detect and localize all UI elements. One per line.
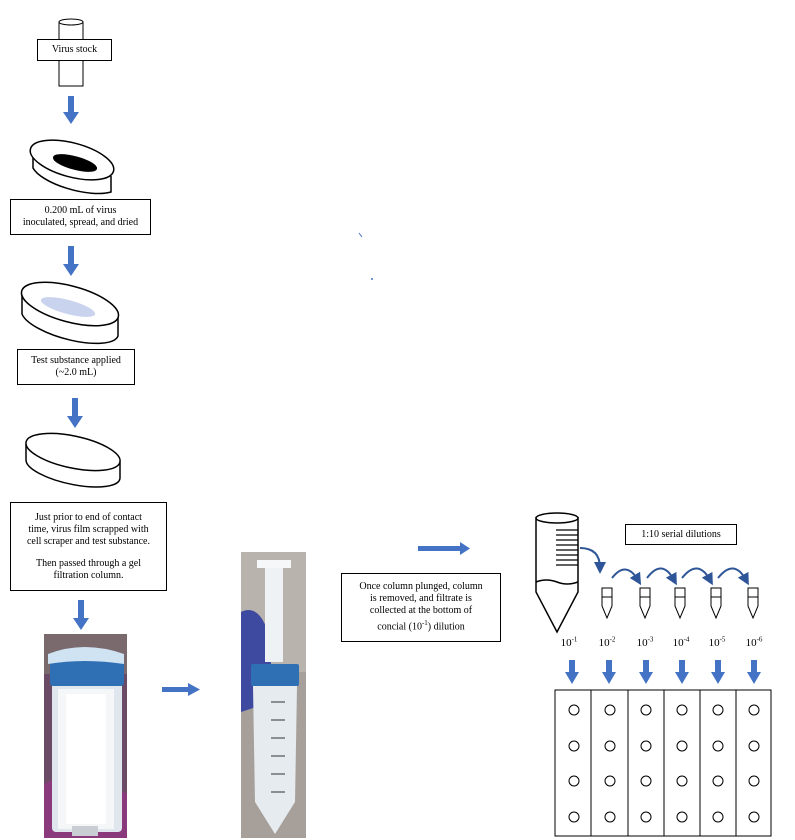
tube-3 bbox=[639, 587, 651, 620]
dish-inoculated bbox=[29, 139, 115, 195]
flow-arrows bbox=[63, 96, 470, 696]
dilution-label: 10-6 bbox=[745, 635, 763, 649]
tube-4 bbox=[674, 587, 686, 620]
dilution-label: 10-4 bbox=[672, 635, 690, 649]
tube-5 bbox=[710, 587, 722, 620]
plate-arrows bbox=[565, 660, 761, 684]
filtrate-line-4-exp: -1 bbox=[421, 619, 428, 628]
serial-dilutions-box: 1:10 serial dilutions bbox=[625, 524, 737, 545]
virus-stock-box: Virus stock bbox=[37, 39, 112, 61]
stray-mark bbox=[358, 232, 363, 238]
filtrate-line-4: concial (10-1) dilution bbox=[377, 617, 465, 633]
inoculation-line-2: inoculated, spread, and dried bbox=[22, 217, 139, 228]
photo-plunged-column bbox=[241, 552, 306, 838]
stray-dot bbox=[371, 278, 373, 280]
virus-stock-label: Virus stock bbox=[51, 44, 98, 55]
filtrate-box: Once column plunged, column is removed, … bbox=[341, 573, 501, 642]
inoculation-box: 0.200 mL of virus inoculated, spread, an… bbox=[10, 199, 151, 235]
tube-6 bbox=[747, 587, 759, 620]
test-substance-line-1: Test substance applied bbox=[31, 355, 121, 366]
plate bbox=[554, 689, 772, 837]
dilution-label: 10-2 bbox=[598, 635, 616, 649]
dish-dried-film bbox=[20, 281, 120, 345]
scrape-line-1: Just prior to end of contact bbox=[35, 511, 142, 523]
filtrate-line-3: collected at the bottom of bbox=[369, 605, 473, 617]
tube-2 bbox=[601, 587, 613, 620]
inoculation-line-1: 0.200 mL of virus bbox=[44, 205, 117, 216]
filtrate-line-4-suffix: ) dilution bbox=[427, 621, 465, 633]
dilution-label: 10-3 bbox=[636, 635, 654, 649]
test-substance-box: Test substance applied (~2.0 mL) bbox=[17, 349, 135, 385]
conical-tube bbox=[535, 512, 579, 634]
transfer-arrows bbox=[579, 547, 749, 586]
dish-empty bbox=[25, 432, 121, 488]
serial-dilutions-label: 1:10 serial dilutions bbox=[641, 528, 721, 540]
scrape-box: Just prior to end of contact time, virus… bbox=[10, 502, 167, 591]
dilution-tubes bbox=[601, 587, 759, 620]
scrape-line-2: time, virus film scrapped with bbox=[28, 523, 149, 535]
filtrate-line-1: Once column plunged, column bbox=[359, 581, 483, 593]
scrape-line-4: Then passed through a gel bbox=[36, 557, 141, 569]
scrape-line-3: cell scraper and test substance. bbox=[26, 535, 150, 547]
filtrate-line-2: is removed, and filtrate is bbox=[370, 593, 472, 605]
scrape-line-5: filtration column. bbox=[53, 569, 124, 581]
photo-gel-column bbox=[44, 634, 127, 838]
filtrate-line-4-prefix: concial (10 bbox=[377, 621, 422, 633]
dilution-label: 10-5 bbox=[708, 635, 726, 649]
plate-wells bbox=[568, 704, 760, 823]
dilution-label: 10-1 bbox=[560, 635, 578, 649]
test-substance-line-2: (~2.0 mL) bbox=[55, 367, 97, 378]
